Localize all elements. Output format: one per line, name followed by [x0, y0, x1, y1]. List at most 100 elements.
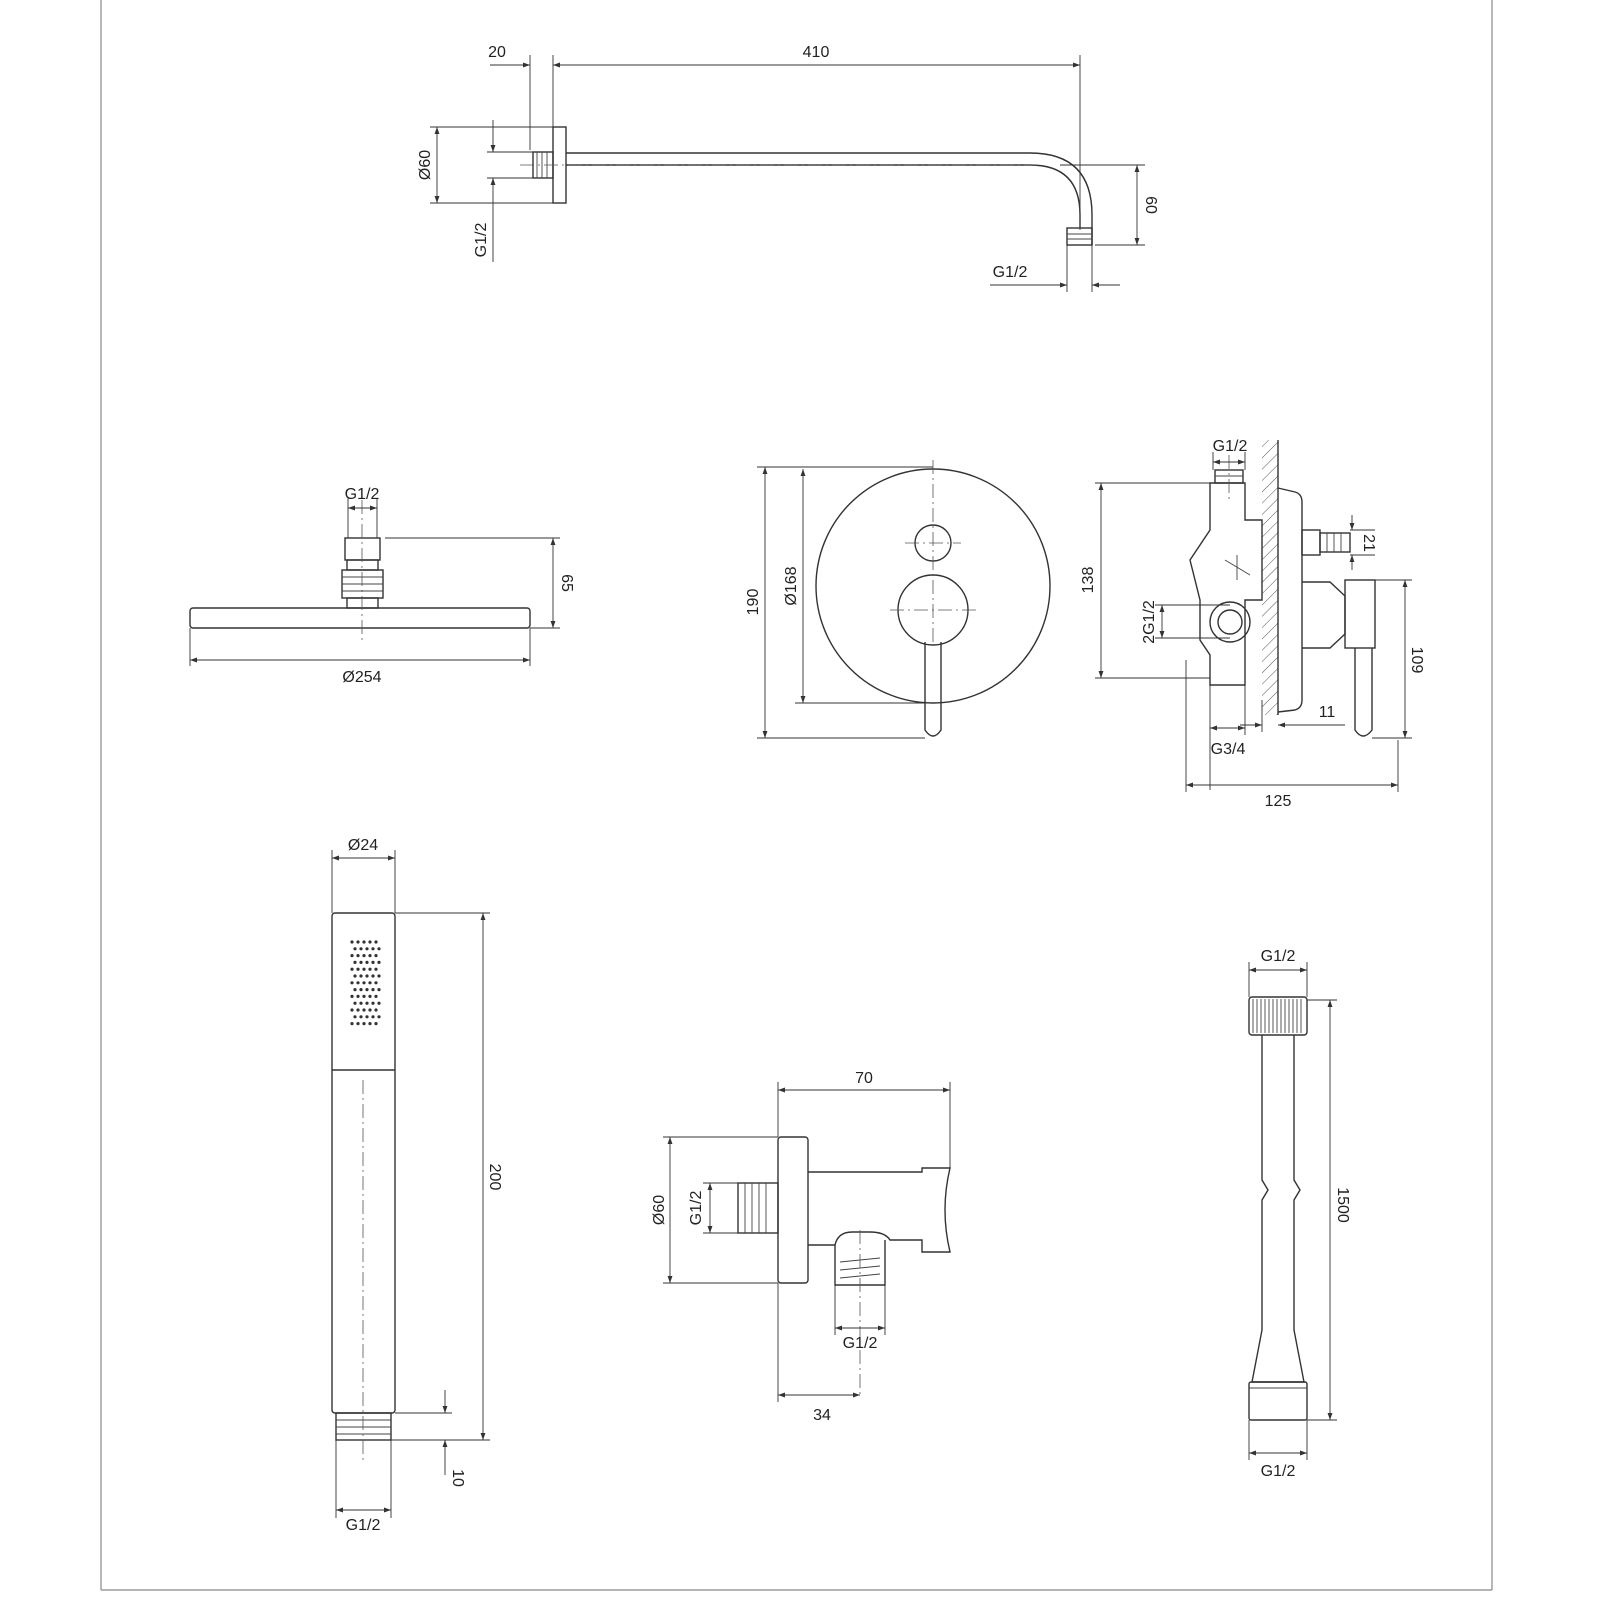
nozzle-dot — [365, 960, 369, 965]
nozzle-dot — [350, 994, 354, 999]
hand-shower-view: Ø24 200 10 G1/2 — [331, 837, 503, 1534]
nozzle-dot — [365, 947, 369, 951]
nozzle-dot — [359, 947, 363, 951]
nozzle-dot — [365, 1001, 369, 1005]
mixer-plate-height-label: 190 — [745, 589, 762, 616]
nozzle-dot — [377, 988, 381, 992]
nozzle-dot — [359, 1015, 363, 1019]
arm-drop-label: 60 — [1142, 196, 1159, 214]
side-threads-label: 2G1/2 — [1141, 600, 1158, 644]
nozzle-dot — [368, 940, 372, 944]
nozzle-dot — [353, 947, 357, 951]
nozzle-dot — [371, 988, 375, 992]
hose-nut-knurl — [1252, 999, 1302, 1033]
nozzle-dot — [377, 947, 381, 951]
arm-inlet-thread-label: G1/2 — [473, 223, 490, 258]
arm-flange-dia-label: Ø60 — [417, 150, 434, 180]
nozzle-dot — [362, 981, 366, 985]
nozzle-dot — [356, 967, 360, 971]
nozzle-dot — [350, 967, 354, 971]
nozzle-dot — [374, 994, 378, 999]
hose-bottom-thread-label: G1/2 — [1261, 1463, 1296, 1480]
nozzle-dot — [362, 1008, 366, 1012]
wall-outlet-view: 70 Ø60 G1/2 G1/2 34 — [651, 1070, 951, 1424]
hand-diameter-label: Ø24 — [348, 837, 378, 854]
nozzle-dot — [362, 967, 366, 971]
hand-length-label: 200 — [486, 1164, 503, 1191]
nozzle-dot — [356, 981, 360, 985]
nozzle-dot — [356, 994, 360, 999]
nozzle-dot — [365, 988, 369, 992]
nozzle-dot — [371, 974, 375, 978]
nozzle-dot — [374, 940, 378, 944]
nozzle-dot — [350, 954, 354, 958]
nozzle-dot — [368, 981, 372, 985]
arm-outlet-thread-label: G1/2 — [993, 264, 1028, 281]
nozzle-dot — [374, 954, 378, 958]
sheet-frame — [100, 0, 1493, 1591]
nozzle-dot — [377, 974, 381, 978]
nozzle-dot — [353, 960, 357, 965]
side-depth-label: 125 — [1265, 793, 1292, 810]
nozzle-dot — [368, 994, 372, 999]
nozzle-dot — [377, 1015, 381, 1019]
nozzle-dot — [377, 1001, 381, 1005]
outlet-depth-label: 70 — [855, 1070, 873, 1087]
nozzle-dot — [371, 1015, 375, 1019]
side-handle-height-label: 109 — [1408, 647, 1425, 674]
hose-view: G1/2 1500 G1/2 — [1248, 948, 1351, 1480]
hand-thread-label: G1/2 — [346, 1517, 381, 1534]
head-height-label: 65 — [558, 574, 575, 592]
mixer-front-view: 190 Ø168 — [745, 460, 1051, 739]
nozzle-dot — [368, 1022, 372, 1026]
nozzle-dot — [374, 1022, 378, 1026]
nozzle-dot — [356, 1008, 360, 1012]
nozzle-dot — [359, 960, 363, 965]
nozzle-dot — [362, 994, 366, 999]
nozzle-dot — [368, 967, 372, 971]
side-projection-label: 21 — [1360, 534, 1377, 552]
nozzle-dot — [362, 1022, 366, 1026]
nozzle-dot — [374, 1008, 378, 1012]
nozzle-dot — [371, 1001, 375, 1005]
nozzle-dot — [371, 947, 375, 951]
nozzle-dot — [353, 988, 357, 992]
nozzle-dot — [353, 974, 357, 978]
side-bottom-thread-label: G3/4 — [1211, 741, 1246, 758]
nozzle-dot — [374, 967, 378, 971]
nozzle-dot — [350, 1022, 354, 1026]
outlet-flange-dia-label: Ø60 — [651, 1195, 668, 1225]
nozzle-dot — [359, 974, 363, 978]
nozzle-dot — [353, 1015, 357, 1019]
hand-thread-length-label: 10 — [449, 1469, 466, 1487]
nozzle-dot — [350, 1008, 354, 1012]
nozzle-dot — [359, 1001, 363, 1005]
outlet-inlet-thread-label: G1/2 — [688, 1191, 705, 1226]
nozzle-dot — [356, 954, 360, 958]
nozzle-dot — [359, 988, 363, 992]
mixer-side-view: G1/2 138 21 2G1/2 109 11 G3/4 125 — [1080, 438, 1425, 810]
nozzle-dot — [371, 960, 375, 965]
side-wall-offset-label: 11 — [1319, 704, 1336, 721]
nozzle-dot — [350, 940, 354, 944]
nozzle-dot — [377, 960, 381, 965]
shower-head-view: G1/2 65 Ø254 — [189, 486, 575, 686]
nozzle-dot — [368, 1008, 372, 1012]
head-thread-label: G1/2 — [345, 486, 380, 503]
side-body-height-label: 138 — [1080, 567, 1097, 594]
nozzle-dot — [365, 974, 369, 978]
outlet-offset-label: 34 — [813, 1407, 831, 1424]
nozzle-dot — [350, 981, 354, 985]
shower-arm-view: 20 410 Ø60 G1/2 60 G1/2 — [417, 44, 1159, 292]
nozzle-dot — [362, 940, 366, 944]
nozzle-dot — [368, 954, 372, 958]
nozzle-dot — [356, 1022, 360, 1026]
arm-gap-label: 20 — [488, 44, 506, 61]
hose-length-label: 1500 — [1334, 1187, 1351, 1223]
head-diameter-label: Ø254 — [342, 669, 381, 686]
outlet-outlet-thread-label: G1/2 — [843, 1335, 878, 1352]
arm-length-label: 410 — [803, 44, 830, 61]
nozzle-dot — [362, 954, 366, 958]
